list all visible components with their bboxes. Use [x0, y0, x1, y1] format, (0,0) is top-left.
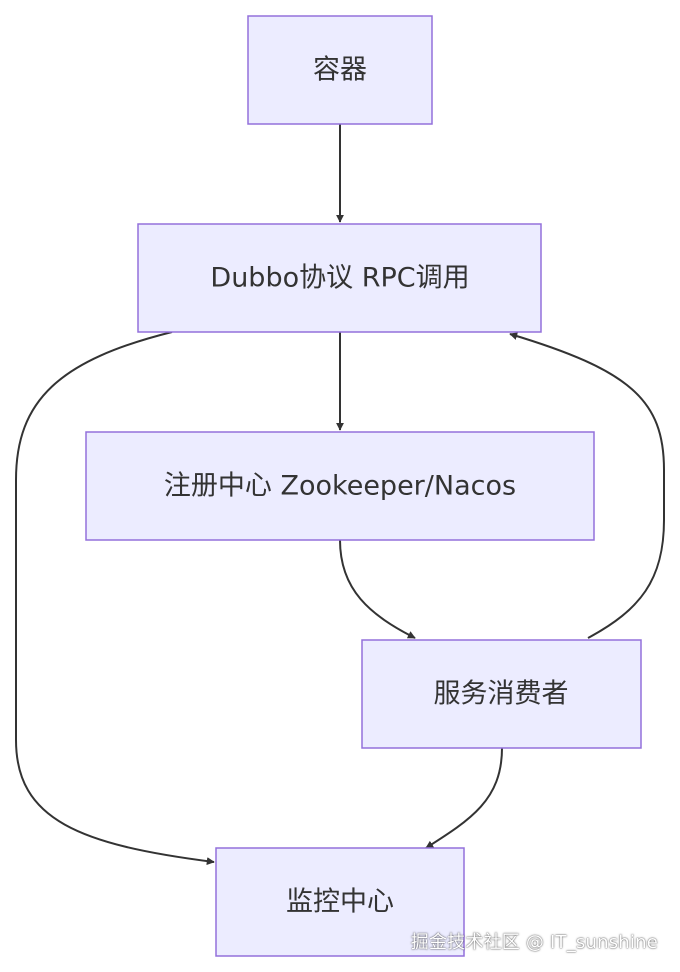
node-dubbo-rpc: Dubbo协议 RPC调用 — [137, 223, 542, 333]
node-monitor-label: 监控中心 — [286, 887, 394, 918]
edge-consumer-to-monitor — [425, 747, 503, 849]
node-container-label: 容器 — [313, 55, 367, 86]
node-monitor: 监控中心 — [215, 847, 465, 957]
node-registry-label: 注册中心 Zookeeper/Nacos — [164, 471, 516, 502]
node-consumer: 服务消费者 — [361, 639, 642, 749]
edge-consumer-to-dubbo — [509, 332, 665, 639]
node-container: 容器 — [247, 15, 433, 125]
edge-registry-to-consumer — [339, 539, 416, 639]
node-registry: 注册中心 Zookeeper/Nacos — [85, 431, 595, 541]
edges — [15, 124, 665, 866]
watermark: 掘金技术社区 @ IT_sunshine — [410, 932, 658, 953]
node-consumer-label: 服务消费者 — [434, 679, 569, 710]
edge-dubbo-to-monitor — [15, 331, 215, 866]
node-dubbo-rpc-label: Dubbo协议 RPC调用 — [210, 263, 469, 294]
